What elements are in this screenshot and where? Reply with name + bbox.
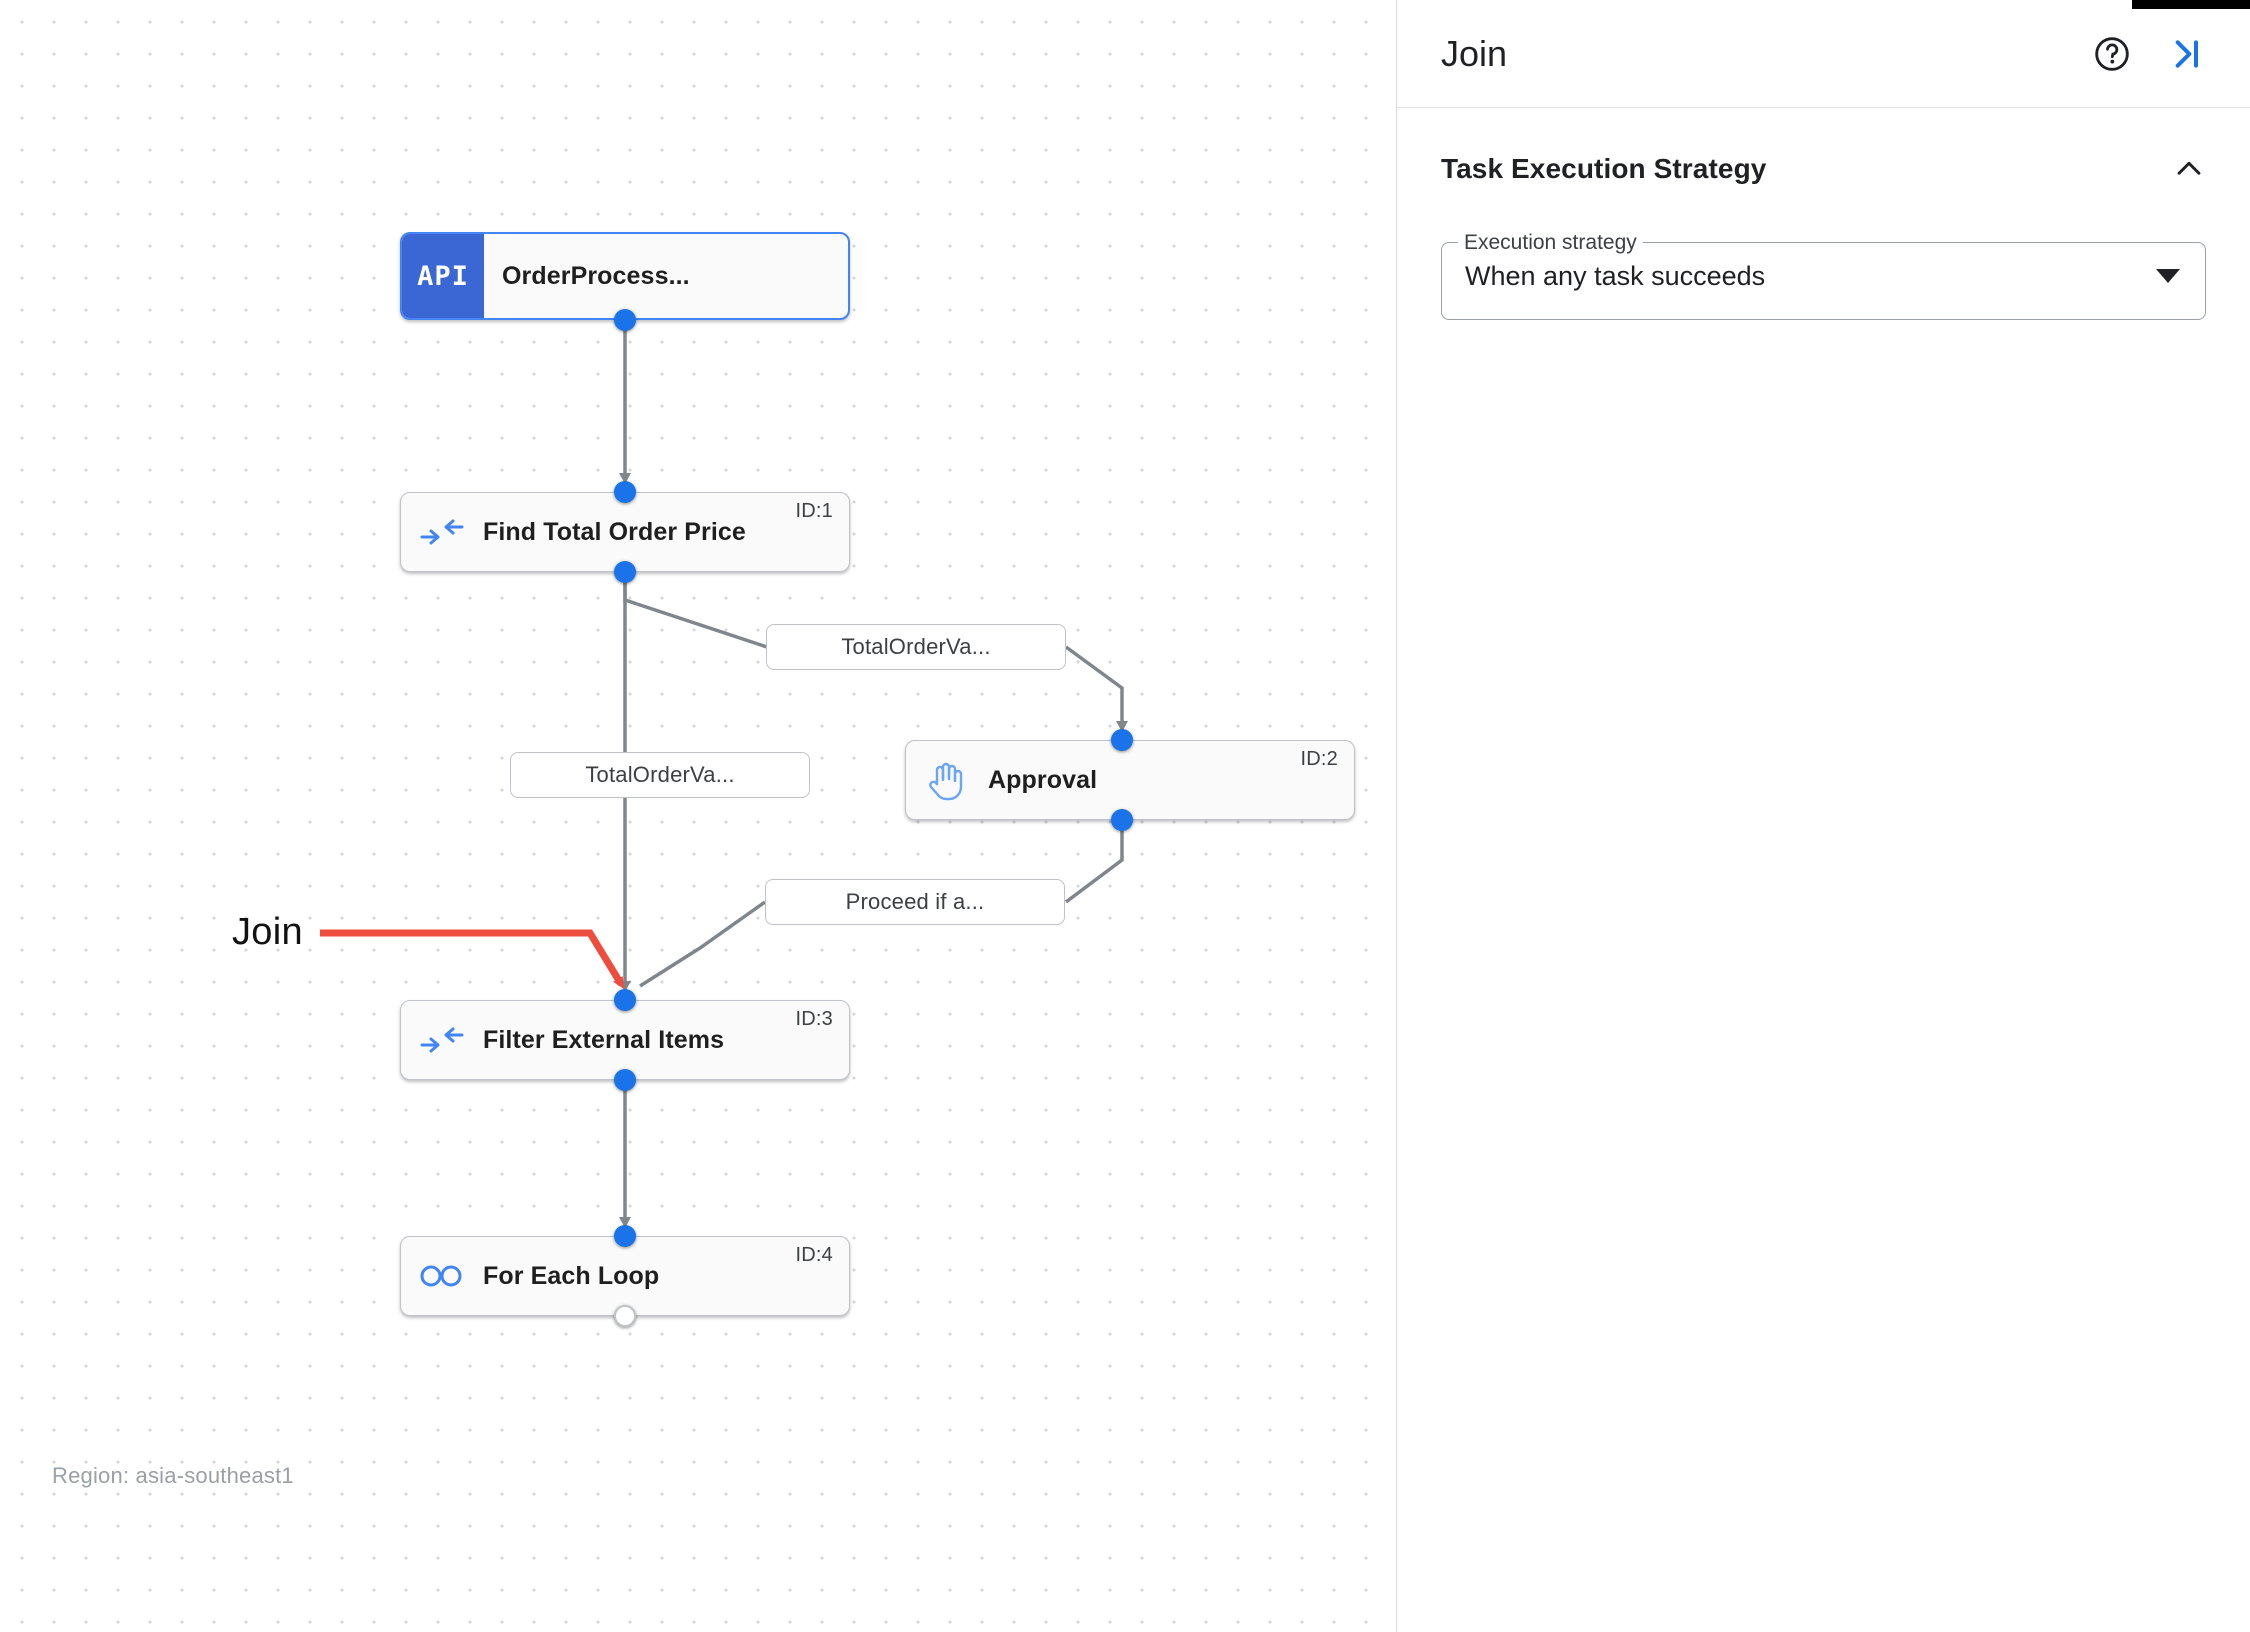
handle-node4-input[interactable] — [614, 1225, 636, 1247]
node-id-label: ID:2 — [1300, 748, 1338, 770]
edge-label[interactable]: Proceed if a... — [765, 879, 1065, 925]
infinity-icon — [401, 1263, 483, 1289]
node-api-trigger[interactable]: API OrderProcess... — [400, 232, 850, 320]
handle-node3-input[interactable] — [614, 989, 636, 1011]
node-title: OrderProcess... — [502, 261, 690, 290]
node-id-label: ID:3 — [795, 1008, 833, 1030]
node-title: Find Total Order Price — [483, 517, 746, 546]
node-filter-external-items[interactable]: Filter External Items ID:3 — [400, 1000, 850, 1080]
handle-node2-input[interactable] — [1111, 729, 1133, 751]
edge-label[interactable]: TotalOrderVa... — [766, 624, 1066, 670]
chevron-down-icon[interactable] — [2156, 269, 2180, 283]
region-label: Region: asia-southeast1 — [52, 1463, 294, 1488]
handle-node1-output[interactable] — [614, 561, 636, 583]
help-circle-icon[interactable] — [2088, 30, 2136, 78]
workflow-canvas[interactable]: API OrderProcess... Find Total Order Pri… — [0, 0, 1396, 1632]
section-header[interactable]: Task Execution Strategy — [1441, 152, 2206, 186]
node-find-total-order-price[interactable]: Find Total Order Price ID:1 — [400, 492, 850, 572]
collapse-right-icon[interactable] — [2162, 30, 2210, 78]
merge-arrows-icon — [401, 517, 483, 547]
panel-title: Join — [1441, 32, 1508, 74]
section-title: Task Execution Strategy — [1441, 153, 1767, 184]
task-execution-strategy-section: Task Execution Strategy Execution strate… — [1397, 108, 2250, 320]
node-title: For Each Loop — [483, 1261, 660, 1290]
chevron-up-icon[interactable] — [2172, 152, 2206, 186]
execution-strategy-value: When any task succeeds — [1465, 260, 1766, 291]
handle-node2-output[interactable] — [1111, 809, 1133, 831]
execution-strategy-select[interactable]: Execution strategy When any task succeed… — [1441, 232, 2206, 320]
node-id-label: ID:4 — [795, 1244, 833, 1266]
annotation-label: Join — [232, 911, 303, 953]
node-id-label: ID:1 — [795, 500, 833, 522]
panel-header: Join — [1397, 0, 2250, 108]
handle-node1-input[interactable] — [614, 481, 636, 503]
node-approval[interactable]: Approval ID:2 — [905, 740, 1355, 820]
node-for-each-loop[interactable]: For Each Loop ID:4 — [400, 1236, 850, 1316]
handle-api-output[interactable] — [614, 309, 636, 331]
handle-node4-output[interactable] — [614, 1305, 636, 1327]
edge-label[interactable]: TotalOrderVa... — [510, 752, 810, 798]
node-title: Approval — [988, 765, 1098, 794]
api-badge-icon: API — [402, 234, 484, 318]
hand-icon — [906, 758, 988, 802]
node-title: Filter External Items — [483, 1025, 725, 1054]
top-edge-sliver — [2132, 0, 2250, 9]
merge-arrows-icon — [401, 1025, 483, 1055]
handle-node3-output[interactable] — [614, 1069, 636, 1091]
side-panel: Join Task Execution Strategy — [1396, 0, 2250, 1632]
